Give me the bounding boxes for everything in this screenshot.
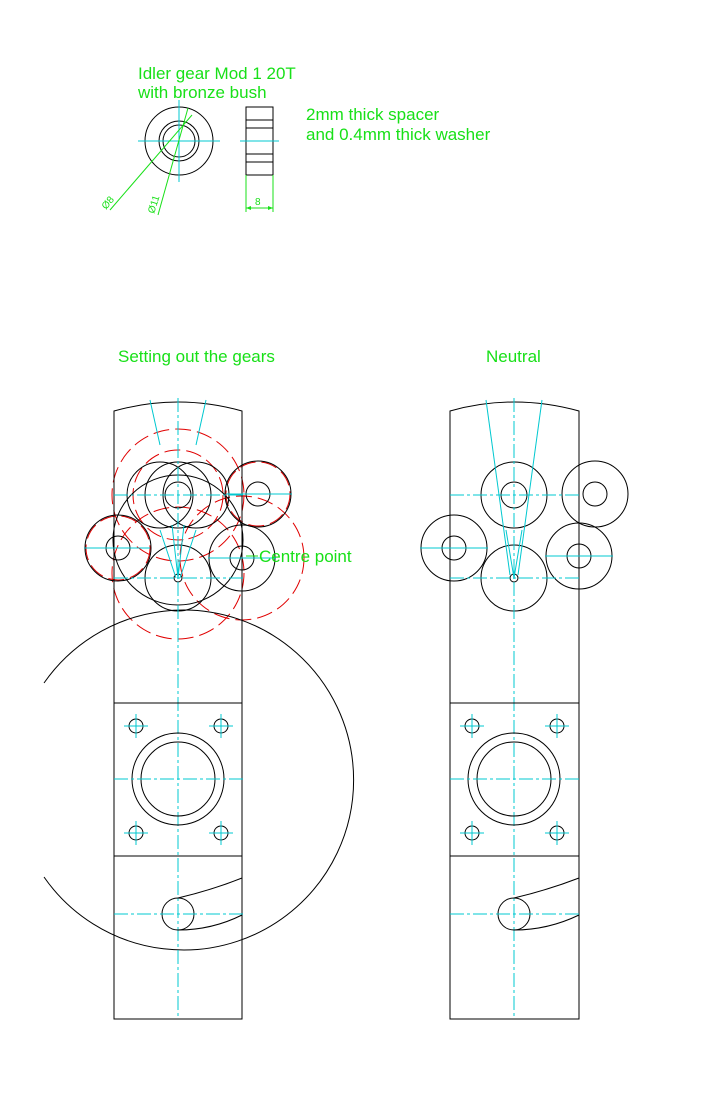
bore-diameter-dimension: Ø8 xyxy=(100,194,117,212)
gear-train-neutral xyxy=(420,460,629,612)
width-dimension: 8 xyxy=(255,197,261,208)
setting-out-assembly: Setting out the gears xyxy=(43,347,355,1020)
quadrant-arc xyxy=(43,609,355,951)
idler-gear-side-view: 8 xyxy=(240,106,279,212)
bearing-block xyxy=(113,702,244,857)
idler-gear-dimensions: Ø8 Ø11 xyxy=(100,107,193,216)
neutral-assembly: Neutral xyxy=(420,347,629,1020)
centre-lines-neutral xyxy=(420,398,613,1019)
neutral-title: Neutral xyxy=(486,347,541,366)
setting-out-title: Setting out the gears xyxy=(118,347,275,366)
centre-lines xyxy=(84,398,292,1019)
frame-plate-neutral xyxy=(449,401,580,1020)
idler-gear-title: Idler gear Mod 1 20T xyxy=(138,64,296,83)
centre-point-label: Centre point xyxy=(259,547,352,566)
idler-gear-subtitle: with bronze bush xyxy=(137,83,267,102)
pivot-pin xyxy=(114,877,244,931)
frame-plate xyxy=(113,401,243,1020)
spacer-note-line2: and 0.4mm thick washer xyxy=(306,125,491,144)
bearing-block-neutral xyxy=(449,702,581,857)
pivot-pin-neutral xyxy=(450,877,581,931)
spacer-note-line1: 2mm thick spacer xyxy=(306,105,440,124)
outer-diameter-dimension: Ø11 xyxy=(146,194,162,215)
idler-gear-detail: Idler gear Mod 1 20T with bronze bush Ø8… xyxy=(100,64,491,216)
